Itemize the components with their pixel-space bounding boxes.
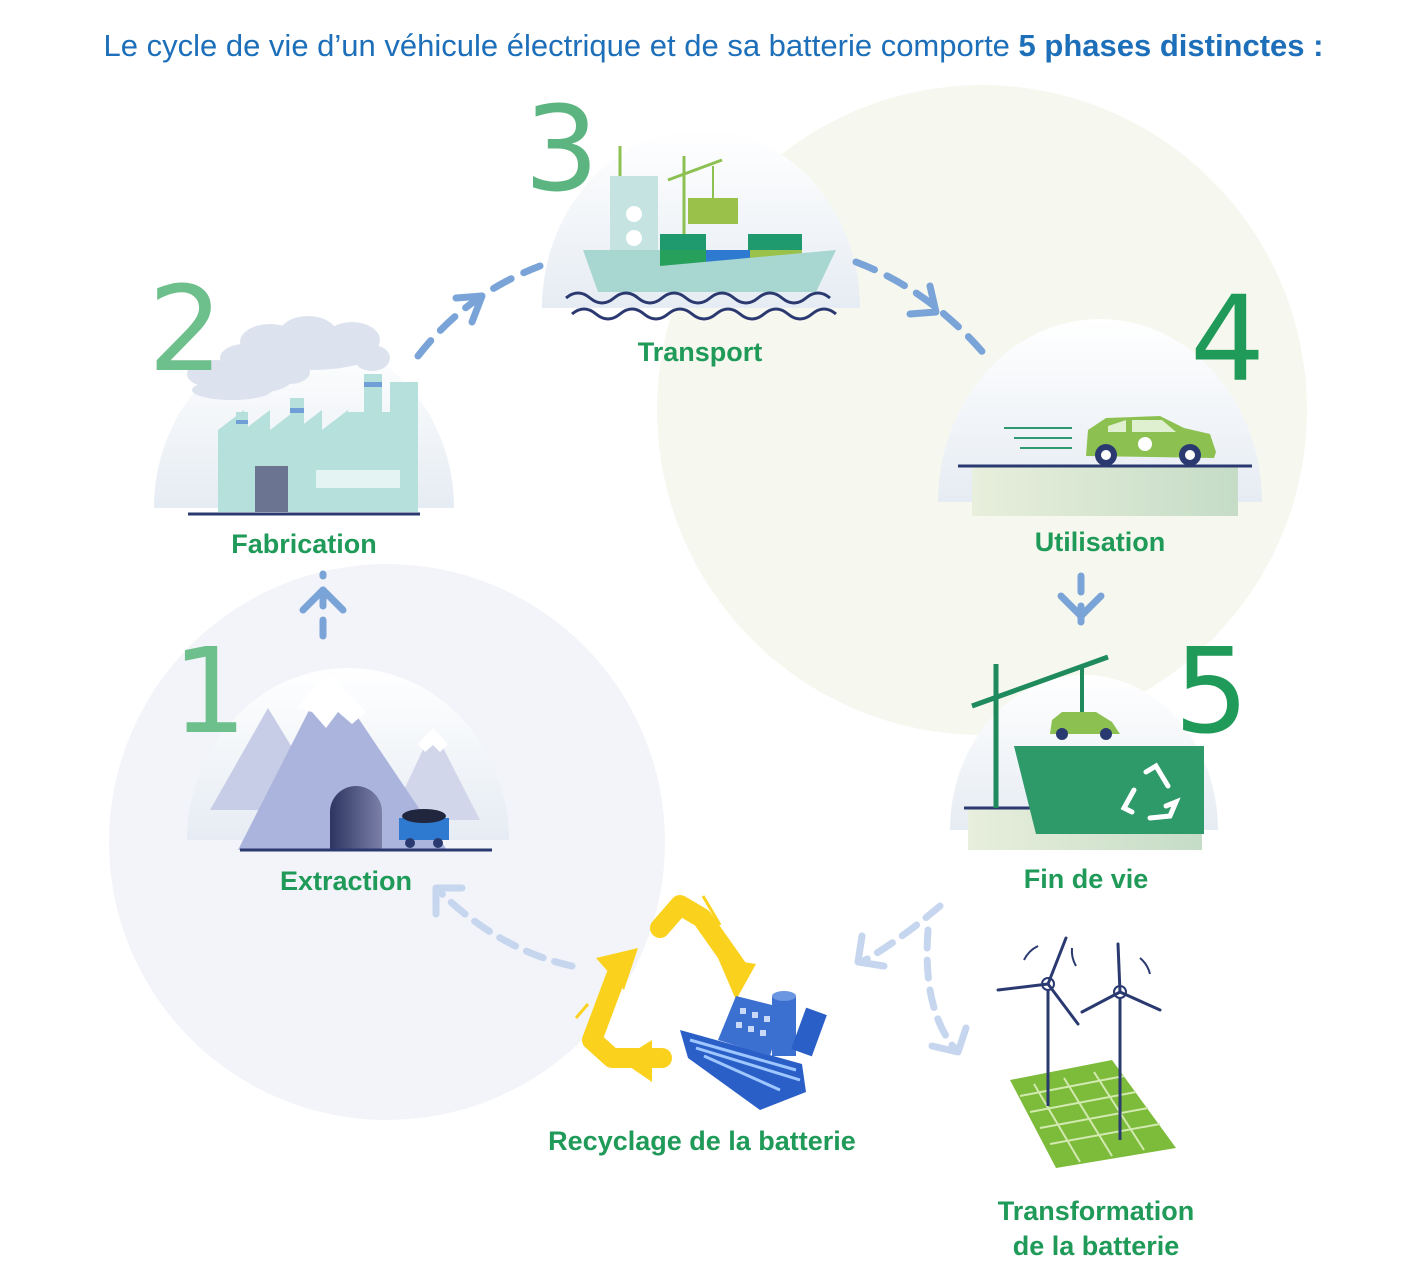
arrow-extraction-to-fabrication — [299, 570, 347, 640]
arrow-recycling-to-extraction — [432, 884, 576, 970]
title-bold: 5 phases distinctes : — [1018, 28, 1324, 63]
title-text: Le cycle de vie d’un véhicule électrique… — [103, 28, 1019, 63]
arrow-fabrication-to-transport — [414, 262, 544, 360]
phase-number-2: 2 — [148, 260, 224, 398]
battery-recycling-icon — [574, 895, 827, 1110]
recycling-label: Recyclage de la batterie — [548, 1126, 856, 1156]
arrow-fin-de-vie-to-recycling — [854, 902, 944, 970]
phase-label-fin-de-vie: Fin de vie — [1023, 864, 1149, 894]
page-title: Le cycle de vie d’un véhicule électrique… — [0, 28, 1427, 64]
transformation-label-line1: Transformation — [997, 1196, 1195, 1226]
wind-solar-icon — [996, 936, 1176, 1168]
phase-number-1: 1 — [172, 622, 248, 760]
phase-number-3: 3 — [524, 80, 600, 218]
phase-number-5: 5 — [1174, 622, 1250, 760]
arrow-fin-de-vie-to-transformation — [923, 926, 970, 1056]
cargo-ship-icon — [542, 130, 860, 321]
phase-label-fabrication: Fabrication — [231, 529, 377, 559]
phase-number-4: 4 — [1190, 270, 1266, 408]
arrow-utilisation-to-fin-de-vie — [1057, 572, 1105, 640]
factory-icon — [154, 316, 454, 516]
transformation-label-line2: de la batterie — [1012, 1231, 1180, 1261]
recycling-container-icon — [950, 654, 1218, 850]
electric-car-icon — [938, 319, 1262, 516]
phase-label-utilisation: Utilisation — [1034, 527, 1166, 557]
mountain-mine-icon — [187, 668, 509, 852]
arrow-transport-to-utilisation — [852, 258, 990, 360]
phase-label-extraction: Extraction — [279, 866, 413, 896]
phase-label-transport: Transport — [637, 337, 763, 367]
